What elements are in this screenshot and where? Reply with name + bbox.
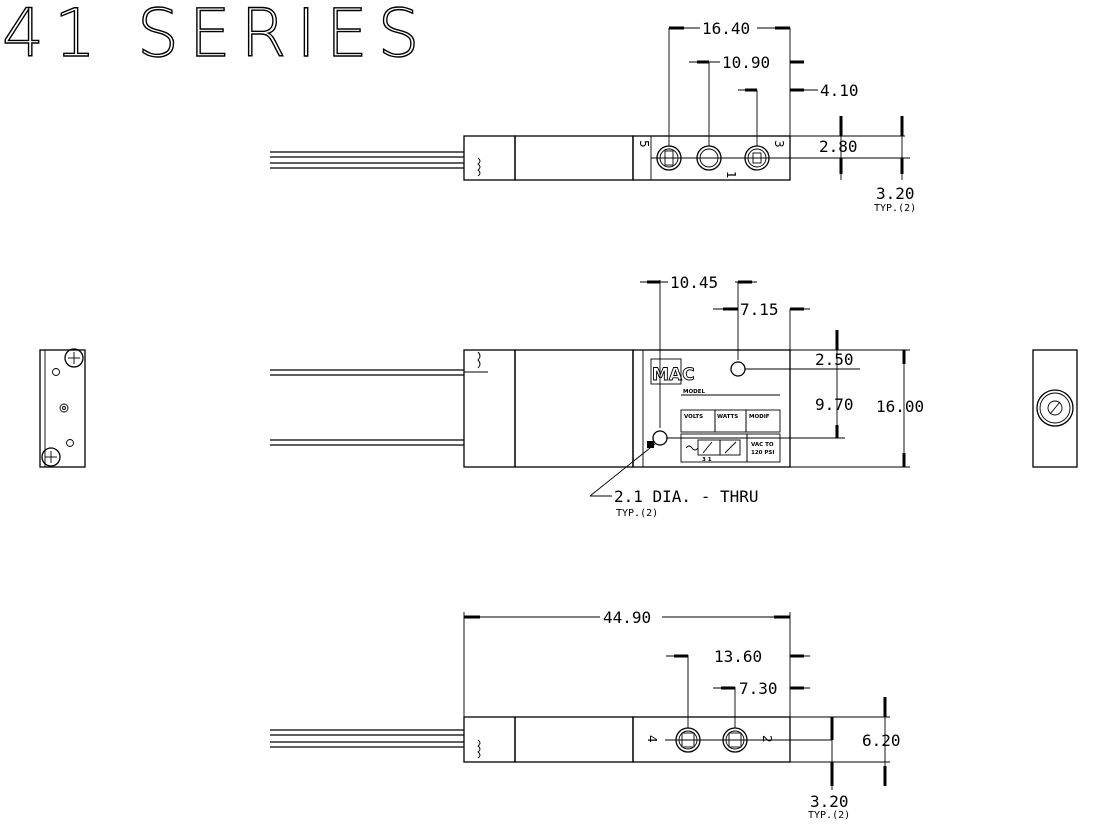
dim-bottom-port4-offset: 13.60 (714, 647, 762, 666)
port-fitting-icon (1036, 389, 1074, 427)
dim-mid-height: 16.00 (876, 397, 924, 416)
label-model: MODEL (683, 389, 705, 395)
label-pressure-1: VAC TO (751, 442, 774, 448)
mounting-hole (730, 361, 746, 377)
typ-note: TYP.(2) (874, 203, 916, 214)
dim-top-port1-offset: 10.90 (722, 53, 770, 72)
valve-body (632, 349, 791, 468)
valve-label-plate: MAC MODEL VOLTS WATTS MODIF VAC TO 120 P… (650, 358, 781, 463)
typ-note: TYP.(2) (616, 508, 658, 519)
label-ports: 3 1 (702, 457, 712, 463)
dim-top-port-height: 2.80 (819, 137, 858, 156)
port-label-2: 2 (760, 735, 774, 743)
phillips-screw-icon (64, 348, 84, 368)
hole-note: 2.1 DIA. - THRU (614, 487, 759, 506)
label-modif: MODIF (749, 414, 770, 420)
label-pressure-2: 120 PSI (751, 450, 774, 456)
dim-bottom-port-edge: 3.20 (810, 792, 849, 811)
connector-block (463, 135, 516, 181)
label-watts: WATTS (717, 414, 738, 420)
dim-bottom-port2-offset: 7.30 (739, 679, 778, 698)
dim-mid-hole-spacing: 9.70 (815, 395, 854, 414)
dim-top-port3-offset: 4.10 (820, 81, 859, 100)
bottom-view: 4 2 44.90 13.60 7.30 6.20 3.20 TYP.(2) (270, 608, 901, 821)
dim-top-edge: 3.20 (876, 184, 915, 203)
port-label-4: 4 (645, 735, 659, 743)
port-label-5: 5 (637, 140, 651, 148)
dim-mid-hole-top: 2.50 (815, 350, 854, 369)
connector-block (463, 349, 516, 468)
label-volts: VOLTS (684, 414, 703, 420)
mac-logo: MAC (652, 365, 695, 385)
solenoid-body (514, 135, 634, 181)
marker-square (647, 441, 654, 448)
mounting-hole (652, 430, 668, 446)
typ-note: TYP.(2) (808, 810, 850, 821)
valve-schematic-icon (685, 439, 741, 456)
dim-top-width: 16.40 (702, 19, 750, 38)
valve-body (632, 716, 791, 763)
middle-view: MAC MODEL VOLTS WATTS MODIF VAC TO 120 P… (39, 273, 1078, 519)
phillips-screw-icon (41, 447, 61, 467)
valve-end-view (1032, 349, 1078, 468)
solenoid-body (514, 716, 634, 763)
dim-mid-hole-offset: 10.45 (670, 273, 718, 292)
dim-overall-length: 44.90 (603, 608, 651, 627)
top-view: 5 3 1 16.40 10.90 4.10 2.80 3.20 TYP.(2) (270, 19, 916, 214)
drawing-title: 41 SERIES (2, 0, 429, 72)
side-end-view (39, 349, 86, 468)
dim-mid-hole-edge: 7.15 (740, 300, 779, 319)
dim-bottom-height: 6.20 (862, 731, 901, 750)
connector-block (463, 716, 516, 763)
port-label-1: 1 (724, 171, 738, 179)
solenoid-body (514, 349, 634, 468)
port-label-3: 3 (772, 140, 786, 148)
